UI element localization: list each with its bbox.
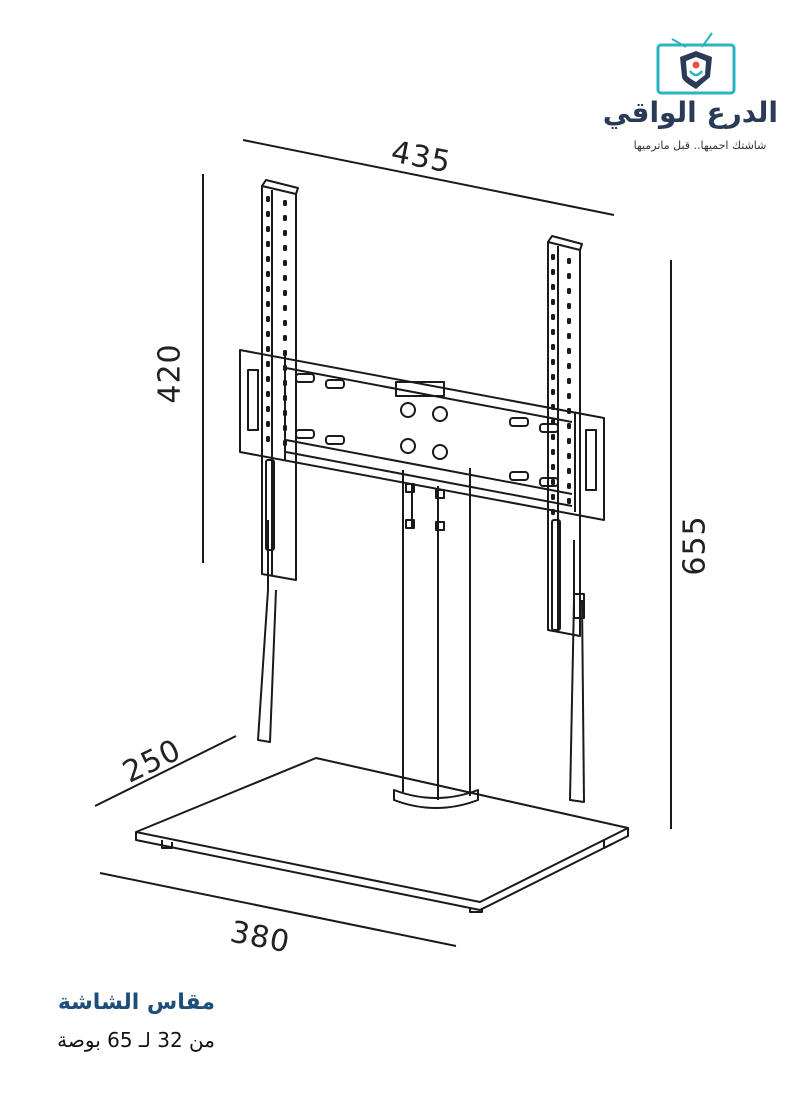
arm-hole [567,498,571,504]
arm-hole [551,449,555,455]
arm-hole [283,410,287,416]
brand-slogan: شاشتك احميها.. قبل ماترميها [633,139,767,152]
arm-hole [551,254,555,260]
arm-hole [266,301,270,307]
arm-hole [266,286,270,292]
arm-hole [266,196,270,202]
arm-hole [567,393,571,399]
arm-hole [567,318,571,324]
arm-hole [551,434,555,440]
glass-base [135,757,629,913]
arm-hole [283,350,287,356]
arm-hole [551,359,555,365]
screen-size-title: مقاس الشاشة [57,990,215,1015]
arm-hole [551,494,555,500]
arm-hole [567,378,571,384]
arm-hole [266,226,270,232]
dim-label-bracket-height: 420 [152,343,188,404]
stand-column [393,468,479,809]
arm-hole [567,453,571,459]
arm-hole [266,391,270,397]
arm-hole [266,211,270,217]
arm-hole [567,363,571,369]
arm-hole [551,374,555,380]
arm-hole [551,404,555,410]
arm-hole [283,425,287,431]
arm-hole [266,436,270,442]
arm-hole [551,314,555,320]
arm-hole [551,284,555,290]
arm-hole [266,331,270,337]
arm-hole [567,468,571,474]
arm-hole [283,245,287,251]
arm-hole [551,509,555,515]
arm-hole [567,288,571,294]
right-vesa-arm [547,235,585,803]
arm-hole [266,271,270,277]
arm-hole [283,260,287,266]
arm-hole [551,269,555,275]
arm-hole [283,440,287,446]
tv-shield-icon [656,32,736,95]
arm-hole [567,303,571,309]
arm-hole [283,305,287,311]
arm-hole [283,275,287,281]
arm-hole [266,256,270,262]
mounting-plate [239,349,605,521]
dim-line-width-top [242,139,615,216]
arm-hole [551,329,555,335]
arm-hole [567,483,571,489]
arm-hole [283,320,287,326]
arm-hole [283,335,287,341]
arm-hole [551,479,555,485]
arm-hole [551,419,555,425]
arm-hole [567,348,571,354]
arm-hole [283,395,287,401]
arm-hole [567,408,571,414]
dim-label-total-height: 655 [677,515,713,576]
arm-hole [266,376,270,382]
screen-size-range: من 32 لـ 65 بوصة [57,1028,215,1052]
brand-logo [656,32,736,95]
arm-hole [551,299,555,305]
arm-mounting-holes [266,196,571,515]
arm-hole [551,389,555,395]
arm-hole [283,290,287,296]
left-vesa-arm [257,179,299,743]
arm-hole [266,316,270,322]
arm-hole [551,464,555,470]
dim-line-base-width [99,872,457,947]
arm-hole [283,365,287,371]
arm-hole [283,215,287,221]
brand-name: الدرع الواقي [602,96,778,129]
arm-hole [266,406,270,412]
arm-hole [283,380,287,386]
arm-hole [266,346,270,352]
arm-hole [266,361,270,367]
arm-hole [567,258,571,264]
arm-hole [567,438,571,444]
arm-hole [283,230,287,236]
arm-hole [266,241,270,247]
dim-line-base-depth [94,735,237,807]
arm-hole [567,333,571,339]
arm-hole [283,200,287,206]
arm-hole [567,423,571,429]
arm-hole [266,421,270,427]
arm-hole [551,344,555,350]
arm-hole [567,273,571,279]
